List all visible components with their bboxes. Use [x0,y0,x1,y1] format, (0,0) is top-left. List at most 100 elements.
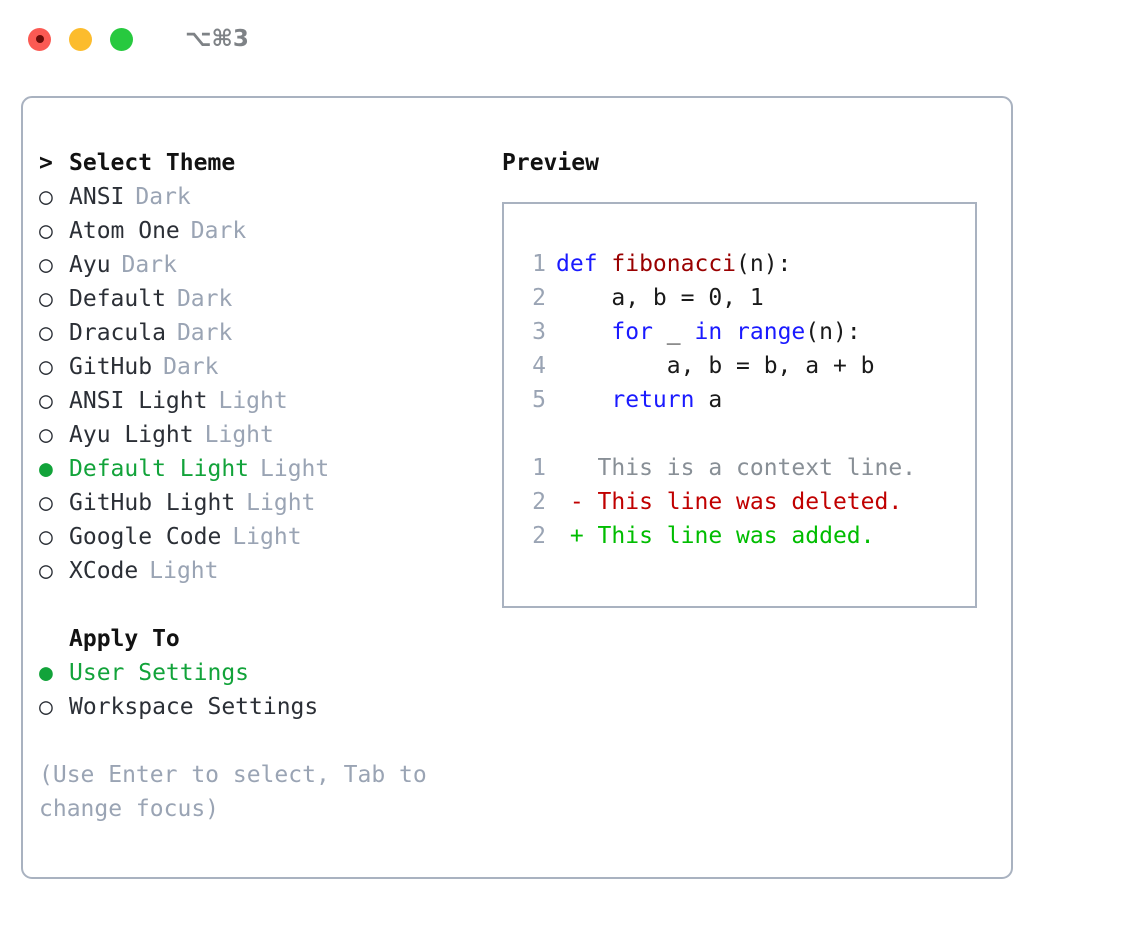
theme-name: ANSI Light [69,388,208,414]
window-controls [28,27,133,51]
preview-column: Preview 1 def fibonacci(n): 2 a, b = 0, … [502,146,992,608]
radio-unselected-icon[interactable]: ○ [39,524,53,550]
code-line-text: def fibonacci(n): [556,247,791,281]
theme-category-tag: Light [218,388,288,414]
titlebar-shortcut-label: ⌥⌘3 [185,26,249,52]
code-line: 4 a, b = b, a + b [518,349,969,383]
diff-line-text: - This line was deleted. [556,489,903,515]
theme-name: Dracula [69,320,166,346]
list-spacer [39,588,469,622]
diff-line-deleted: 2 - This line was deleted. [518,485,969,519]
theme-name: GitHub Light [69,490,236,516]
radio-selected-icon[interactable]: ● [39,456,53,482]
token-keyword: in [694,319,723,345]
preview-title: Preview [502,150,599,176]
code-line-text: a, b = 0, 1 [556,285,764,311]
theme-category-tag: Dark [121,252,177,278]
apply-to-label: User Settings [69,660,250,686]
token-plain [556,387,611,413]
theme-category-tag: Dark [176,320,233,346]
main-panel: > Select Theme ○ ANSI Dark ○ Atom One Da… [21,96,1013,879]
radio-unselected-icon[interactable]: ○ [39,184,53,210]
radio-unselected-icon[interactable]: ○ [39,490,53,516]
zoom-button-icon[interactable] [110,27,133,51]
theme-category-tag: Light [232,524,302,550]
radio-selected-icon[interactable]: ● [39,660,53,686]
apply-to-list: ● User Settings ○ Workspace Settings [39,656,469,724]
theme-list-item-selected[interactable]: ● Default Light Light [39,452,469,486]
line-number: 1 [532,455,546,481]
caret-right-icon: > [39,150,53,176]
theme-name: Ayu Light [69,422,194,448]
theme-name: ANSI [69,184,125,210]
apply-to-item-selected[interactable]: ● User Settings [39,656,469,690]
code-preview: 1 def fibonacci(n): 2 a, b = 0, 1 3 for … [518,247,969,553]
apply-to-header: Apply To [39,622,469,656]
theme-name: GitHub [69,354,153,380]
theme-list-item[interactable]: ○ GitHub Light Light [39,486,469,520]
radio-unselected-icon[interactable]: ○ [39,252,53,278]
minimize-button-icon[interactable] [69,27,92,51]
radio-unselected-icon[interactable]: ○ [39,218,53,244]
radio-unselected-icon[interactable]: ○ [39,422,53,448]
token-plain: _ [652,319,695,345]
token-plain: a [694,387,723,413]
token-function: fibonacci [611,251,737,277]
radio-unselected-icon[interactable]: ○ [39,388,53,414]
theme-list-item[interactable]: ○ Google Code Light [39,520,469,554]
theme-list-item[interactable]: ○ Dracula Dark [39,316,469,350]
radio-unselected-icon[interactable]: ○ [39,354,53,380]
radio-unselected-icon[interactable]: ○ [39,558,53,584]
theme-list-item[interactable]: ○ Ayu Dark [39,248,469,282]
token-plain: (n): [805,319,861,345]
keyboard-hint-text: (Use Enter to select, Tab to change focu… [39,762,427,822]
line-number: 4 [532,353,546,379]
theme-category-tag: Light [260,456,330,482]
line-number: 2 [532,489,546,515]
preview-box: 1 def fibonacci(n): 2 a, b = 0, 1 3 for … [502,202,977,608]
code-line-text: for _ in range(n): [556,315,861,349]
theme-name: Ayu [69,252,111,278]
token-plain: (n): [736,251,792,277]
theme-category-tag: Dark [176,286,233,312]
apply-to-header-label: Apply To [69,626,180,652]
code-line: 1 def fibonacci(n): [518,247,969,281]
line-number: 2 [532,523,546,549]
line-number: 1 [532,251,546,277]
close-button-icon[interactable] [28,27,51,51]
theme-list-item[interactable]: ○ GitHub Dark [39,350,469,384]
radio-unselected-icon[interactable]: ○ [39,286,53,312]
theme-list-header-label: Select Theme [69,150,236,176]
theme-name: Default [69,286,166,312]
theme-name: Google Code [69,524,222,550]
diff-line-added: 2 + This line was added. [518,519,969,553]
theme-category-tag: Light [246,490,316,516]
diff-line-context: 1 This is a context line. [518,451,969,485]
token-keyword: for [611,319,653,345]
theme-list: ○ ANSI Dark ○ Atom One Dark ○ Ayu Dark [39,180,469,588]
theme-list-item[interactable]: ○ ANSI Light Light [39,384,469,418]
token-keyword: return [611,387,695,413]
code-line-text: a, b = b, a + b [556,353,875,379]
radio-unselected-icon[interactable]: ○ [39,320,53,346]
line-number: 3 [532,319,546,345]
code-line: 5 return a [518,383,969,417]
code-blank-line [518,417,969,451]
theme-list-item[interactable]: ○ XCode Light [39,554,469,588]
theme-list-item[interactable]: ○ ANSI Dark [39,180,469,214]
theme-list-item[interactable]: ○ Atom One Dark [39,214,469,248]
theme-list-item[interactable]: ○ Ayu Light Light [39,418,469,452]
radio-unselected-icon[interactable]: ○ [39,694,53,720]
theme-list-header: > Select Theme [39,146,469,180]
token-keyword: range [736,319,806,345]
apply-to-label: Workspace Settings [69,694,319,720]
apply-to-item[interactable]: ○ Workspace Settings [39,690,469,724]
theme-name: Default Light [69,456,250,482]
token-keyword: def [556,251,612,277]
line-number: 2 [532,285,546,311]
diff-line-text: + This line was added. [556,523,875,549]
code-line: 2 a, b = 0, 1 [518,281,969,315]
theme-list-item[interactable]: ○ Default Dark [39,282,469,316]
code-line-text: return a [556,383,722,417]
